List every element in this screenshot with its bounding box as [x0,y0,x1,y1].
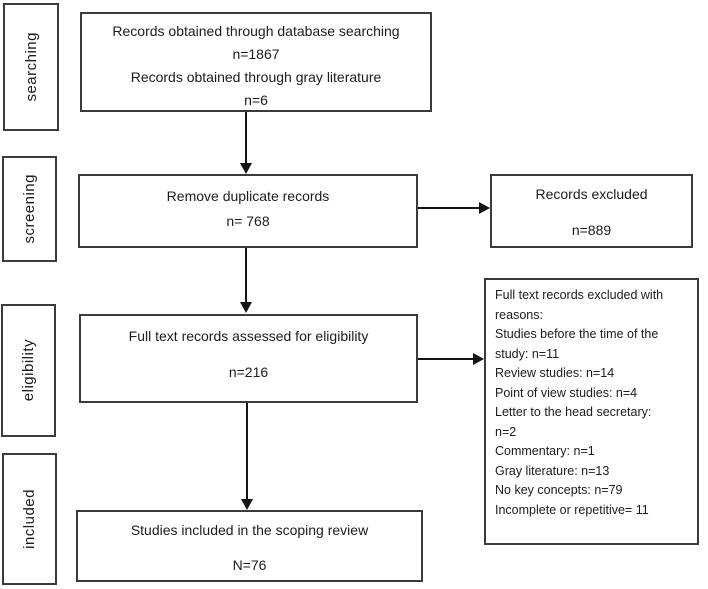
stage-label-searching: searching [22,32,40,102]
remove-duplicates-title: Remove duplicate records [166,188,330,204]
arrowhead-down-icon [240,163,252,174]
arrow-line-screening-to-eligibility [245,248,247,302]
box-remove-duplicates: Remove duplicate records n= 768 [78,174,418,248]
records-obtained-count2: n=6 [244,92,268,108]
box-records-excluded: Records excluded n=889 [490,174,693,248]
arrow-line-eligibility-to-included [246,403,248,500]
exclusion-reason-line: Incomplete or repetitive= 11 [495,502,649,517]
arrowhead-down-icon [241,499,253,510]
arrowhead-down-icon [240,302,252,313]
exclusion-reason-line: Point of view studies: n=4 [495,385,638,400]
fulltext-assessed-title: Full text records assessed for eligibili… [128,328,369,344]
stage-box-screening: screening [2,156,57,262]
stage-label-screening: screening [21,174,38,244]
arrowhead-right-icon [479,202,490,214]
exclusion-reason-line: reasons: [495,307,543,322]
stage-label-eligibility: eligibility [20,339,37,402]
box-fulltext-assessed: Full text records assessed for eligibili… [79,314,418,403]
exclusion-reason-line: Review studies: n=14 [495,366,615,380]
fulltext-assessed-count: n=216 [228,364,269,380]
records-excluded-title: Records excluded [535,186,648,202]
exclusion-reason-line: Letter to the head secretary: [495,405,652,419]
records-obtained-line1: Records obtained through database search… [112,23,400,39]
remove-duplicates-count: n= 768 [226,213,270,229]
records-obtained-line2: Records obtained through gray literature [130,69,382,85]
stage-box-included: included [2,453,57,585]
exclusion-reason-line: Studies before the time of the [495,327,659,341]
arrowhead-right-icon [473,353,484,365]
stage-box-eligibility: eligibility [1,304,56,437]
exclusion-reason-line: Full text records excluded with [495,288,664,302]
exclusion-reason-line: Commentary: n=1 [495,444,595,458]
box-records-obtained: Records obtained through database search… [80,12,432,112]
box-exclusion-reasons: Full text records excluded with reasons:… [484,278,699,545]
box-included-studies: Studies included in the scoping review N… [76,510,423,582]
exclusion-reason-line: Gray literature: n=13 [495,463,610,478]
included-studies-title: Studies included in the scoping review [130,522,369,538]
exclusion-reason-line: study: n=11 [495,346,560,361]
included-studies-count: N=76 [232,557,267,573]
exclusion-reason-line: n=2 [495,424,517,439]
stage-label-included: included [21,489,38,549]
records-obtained-count1: n=1867 [232,46,280,62]
arrow-line-duplicates-to-excluded [418,207,480,209]
exclusion-reason-line: No key concepts: n=79 [495,483,623,497]
arrow-line-fulltext-to-reasons [418,358,475,360]
stage-box-searching: searching [3,3,59,131]
records-excluded-count: n=889 [571,222,612,238]
arrow-line-searching-to-screening [245,112,247,164]
